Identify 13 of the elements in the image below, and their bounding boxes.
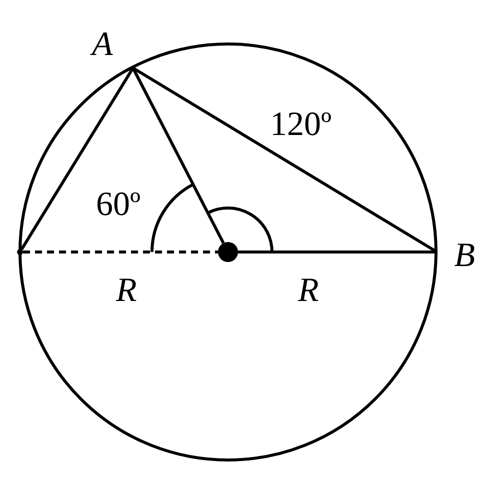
line-segment	[23, 250, 218, 254]
point-label: B	[435, 237, 477, 271]
center-dot	[218, 242, 238, 262]
angle-label: 60º	[96, 188, 141, 222]
angle-label: 120º	[270, 108, 332, 142]
radius-label: R	[298, 274, 319, 308]
line-segment	[132, 66, 438, 254]
line-segment	[132, 67, 225, 244]
line-segment	[238, 250, 437, 254]
radius-label: R	[116, 274, 137, 308]
line-segment	[20, 67, 134, 250]
diameter-end-point	[17, 249, 23, 255]
point-label: A	[90, 26, 136, 71]
